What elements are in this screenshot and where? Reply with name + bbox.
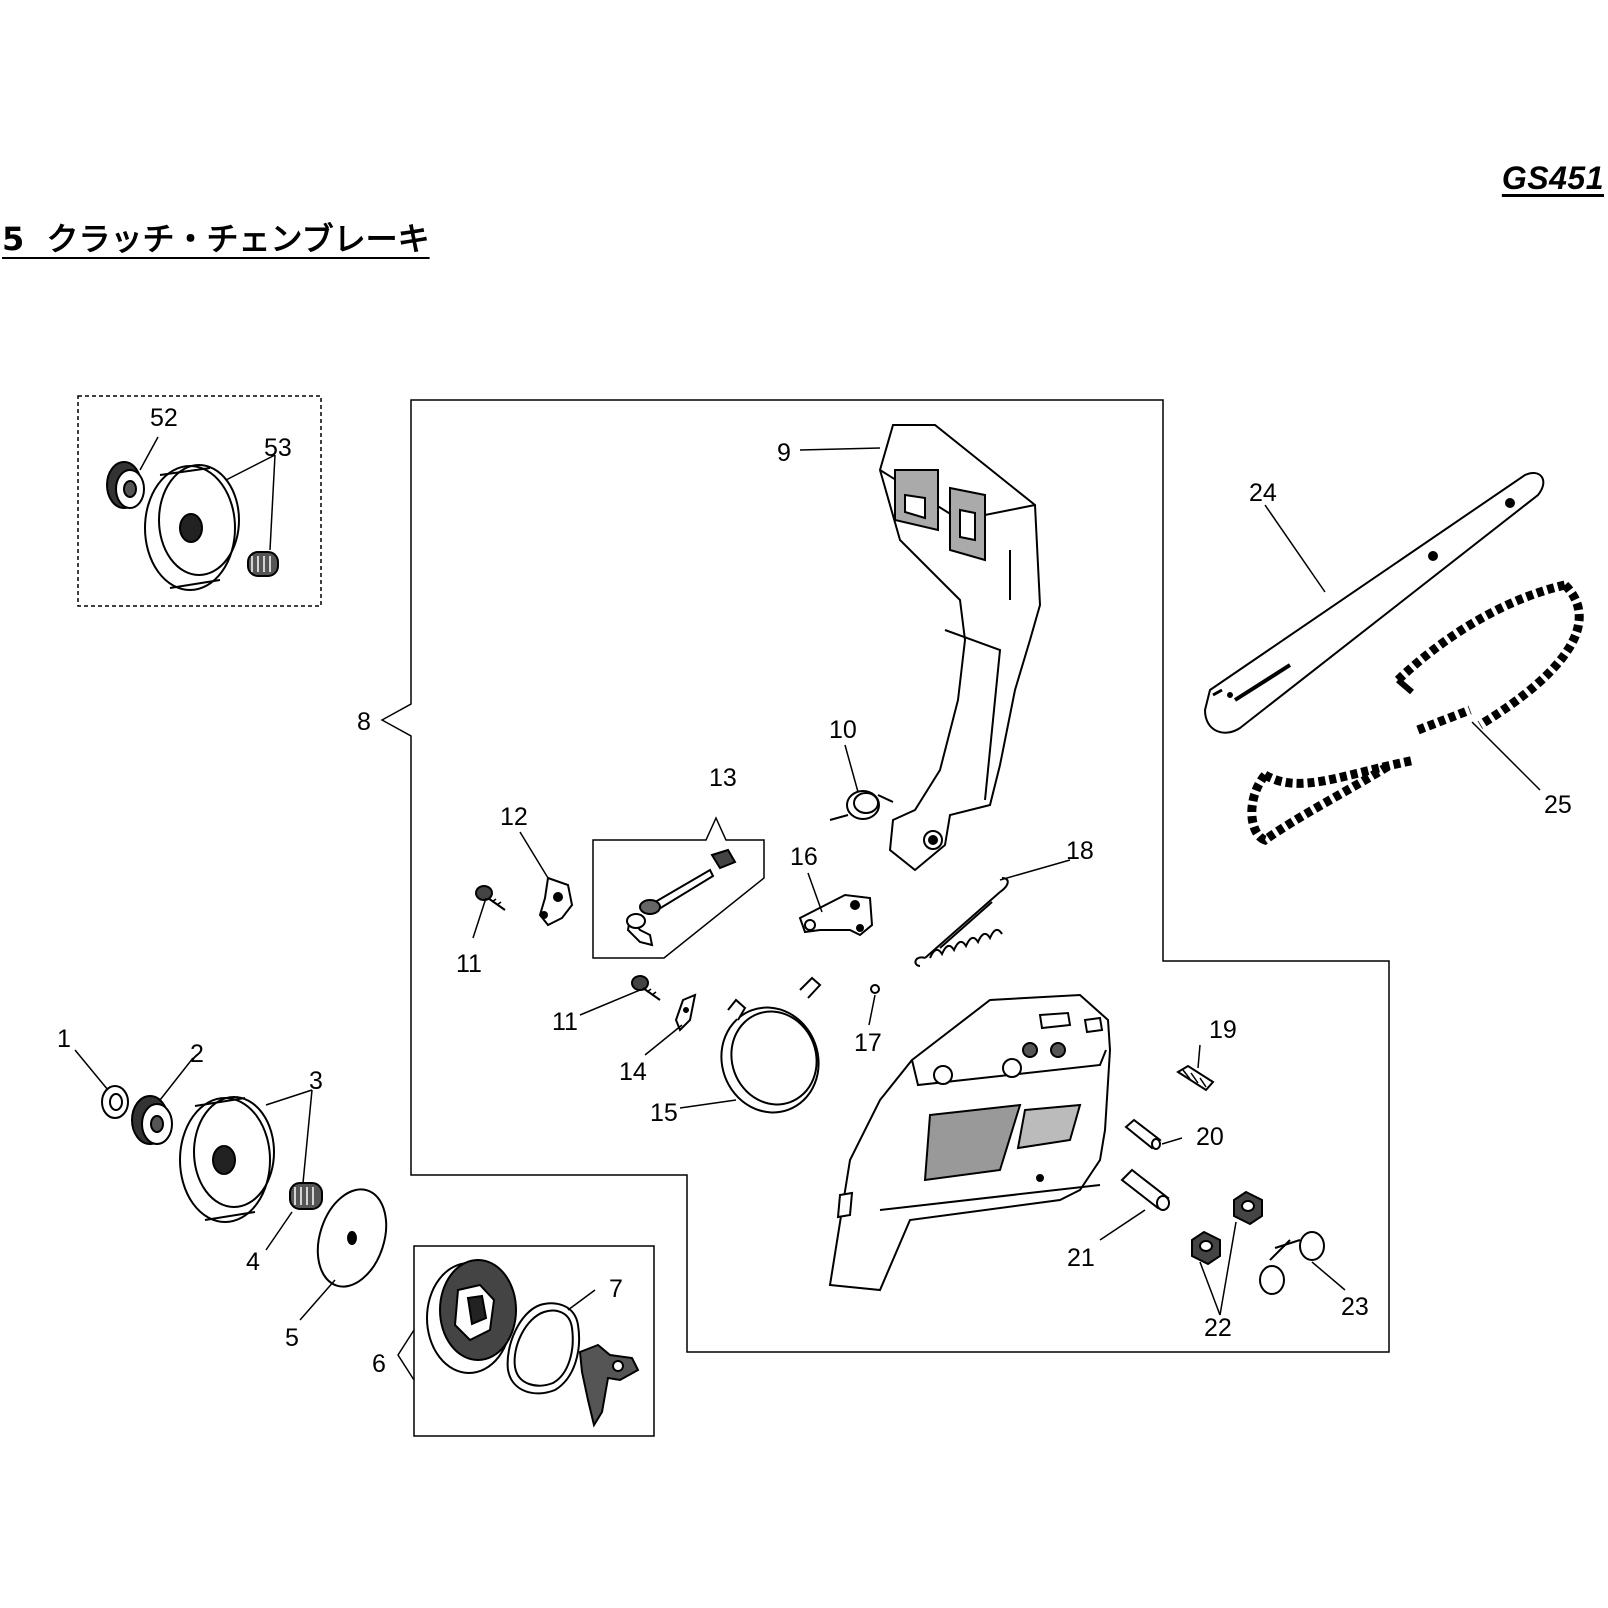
washer-1-drawing [101,1085,129,1119]
nuts-22-drawing [1191,1190,1263,1266]
callout-53: 53 [264,434,292,462]
callout-24: 24 [1249,479,1277,507]
clutch-assembly-frame [413,1245,655,1437]
callout-4: 4 [246,1248,260,1276]
clutch-spring-7-drawing [506,1302,640,1428]
pin-21-drawing [1120,1168,1170,1211]
bearing-2-drawing [131,1095,173,1145]
callout-18: 18 [1066,837,1094,865]
coil-spring-18-drawing [914,877,1009,967]
callout-5: 5 [285,1324,299,1352]
bolt-11a-drawing [475,885,506,911]
callout-1: 1 [57,1025,71,1053]
callout-11b: 11 [552,1008,578,1036]
disc-5-drawing [316,1188,388,1288]
plate-14-drawing [674,993,697,1032]
clutch-assembly-bracket [397,1329,415,1381]
callout-52: 52 [150,404,178,432]
callout-25: 25 [1544,791,1572,819]
guide-bar-24-drawing [1203,472,1545,734]
sprocket-cover-drawing [828,993,1112,1292]
brake-band-15-drawing [720,976,822,1114]
latch-12-drawing [538,876,574,927]
callout-9: 9 [777,439,791,467]
needle-bearing-4-drawing [289,1182,323,1210]
clutch-drum-3-drawing [179,1096,275,1223]
clutch-drum-53-drawing [144,464,279,591]
callout-23: 23 [1341,1293,1369,1321]
callout-14: 14 [619,1058,647,1086]
stud-19-drawing [1176,1064,1215,1092]
link-16-drawing [798,893,874,937]
callout-6: 6 [372,1350,386,1378]
callout-11a: 11 [456,950,482,978]
pin-20-drawing [1124,1118,1162,1150]
adjuster-group-frame [592,816,765,959]
tensioner-23-drawing [1259,1231,1325,1295]
e-ring-17-drawing [870,984,880,994]
section-title: 5 クラッチ・チェンブレーキ [2,220,430,258]
adjuster-13-drawing [626,848,737,947]
callout-22: 22 [1204,1314,1232,1342]
callout-16: 16 [790,843,818,871]
callout-21: 21 [1067,1244,1095,1272]
callout-20: 20 [1196,1123,1224,1151]
callout-7: 7 [609,1275,623,1303]
callout-10: 10 [829,716,857,744]
bolt-11b-drawing [631,975,661,1001]
leader-lines [74,436,1541,1321]
callout-13: 13 [709,764,737,792]
model-code: GS451 [1501,160,1604,196]
clutch-6-drawing [426,1259,517,1374]
callout-8: 8 [357,708,371,736]
torsion-spring-10-drawing [829,790,894,821]
bearing-52-drawing [106,461,145,509]
callout-2: 2 [190,1040,204,1068]
callout-17: 17 [854,1029,882,1057]
callout-15: 15 [650,1099,678,1127]
callout-19: 19 [1209,1016,1237,1044]
alt-clutch-drum-kit-frame [77,395,322,607]
callout-12: 12 [500,803,528,831]
chain-brake-assembly-frame [380,399,1390,1353]
saw-chain-25-drawing [1247,580,1584,845]
hand-guard-9-drawing [878,424,1042,872]
callout-3: 3 [309,1067,323,1095]
